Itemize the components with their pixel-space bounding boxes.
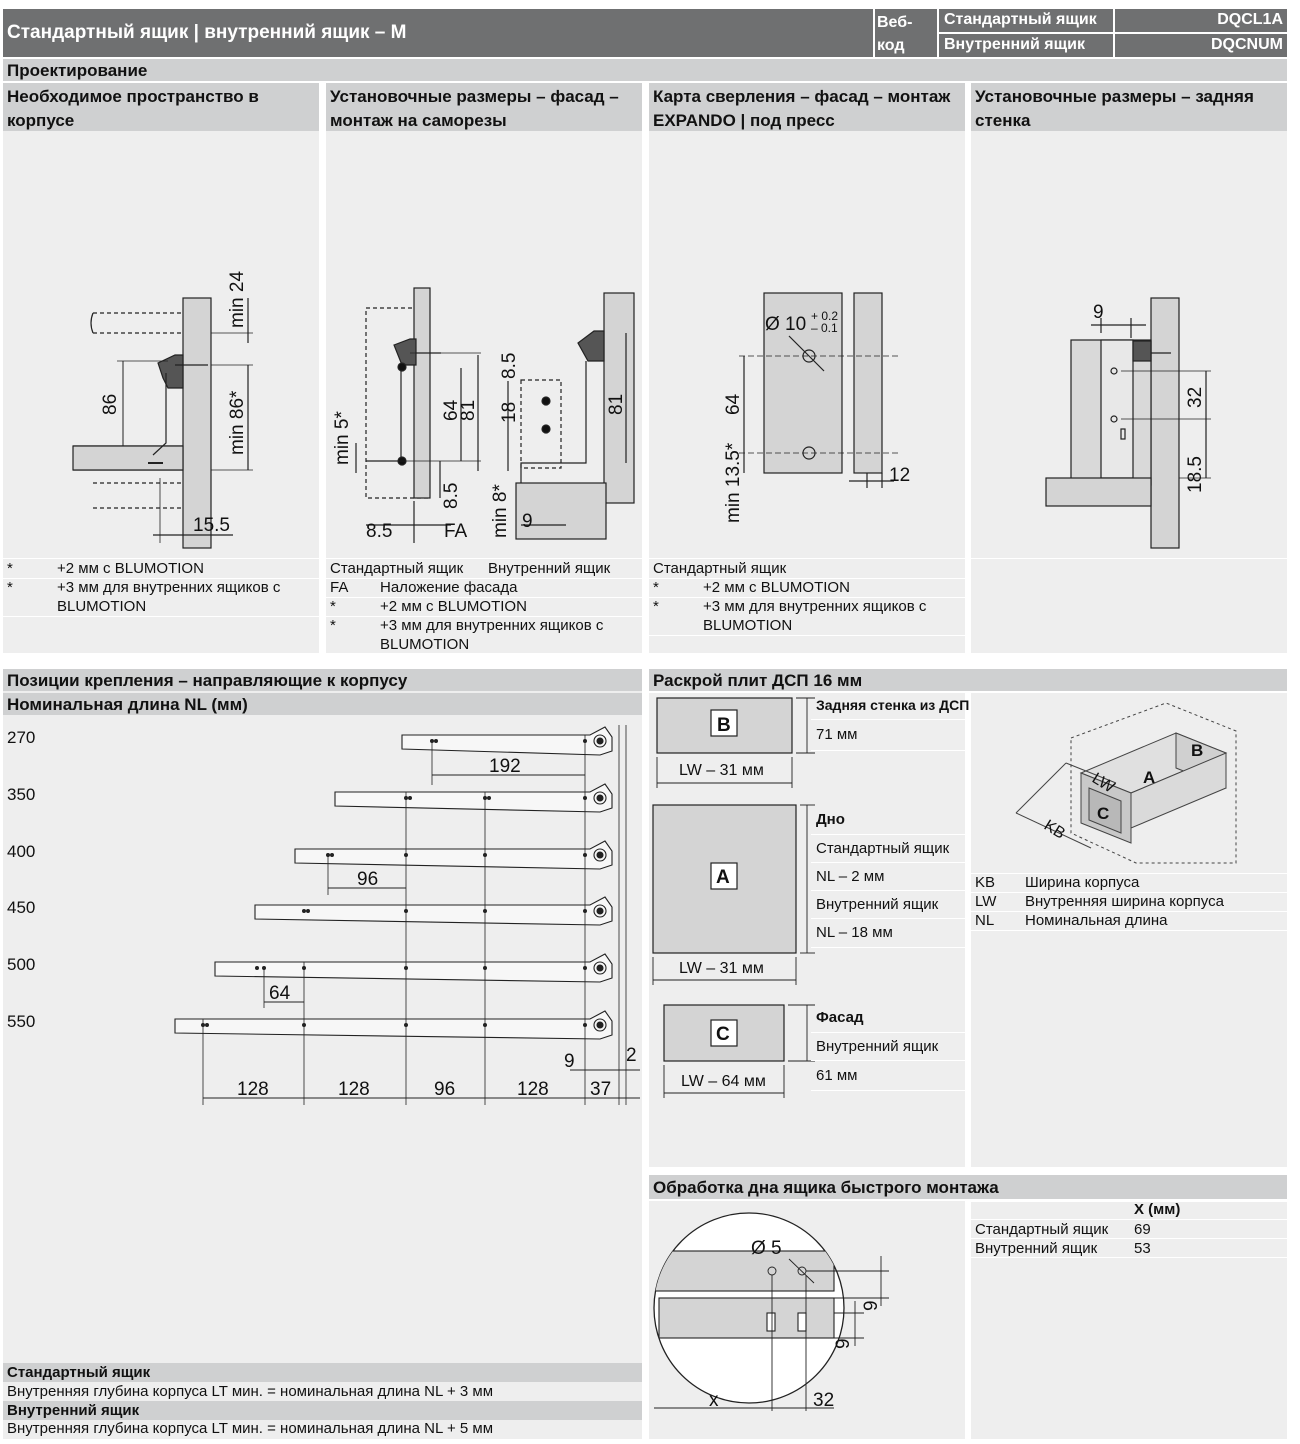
iso-KB: KB [1041,817,1068,843]
drawer-iso-diagram: LW KB A B C [1015,702,1237,864]
dim-32-bot: 32 [813,1390,834,1411]
dim-min13-5: min 13.5* [723,442,744,523]
cut-C-head: Фасад [816,1009,864,1026]
cut-A-line-4: NL – 18 мм [816,924,893,941]
nl-270: 270 [7,728,36,747]
width-A: LW – 31 мм [679,960,764,977]
dim-128-a: 128 [237,1079,269,1100]
dim-37: 37 [590,1079,611,1100]
width-C: LW – 64 мм [681,1073,766,1090]
nl-550: 550 [7,1012,36,1031]
dim-81a: 81 [458,400,479,421]
dim-32-back: 32 [1185,387,1206,408]
cut-B-line-1: 71 мм [816,726,858,743]
cut-A-line-2: NL – 2 мм [816,868,885,885]
iso-C: C [1097,804,1109,823]
dim-15-5: 15.5 [193,515,230,536]
dim-18: 18 [499,402,520,423]
footer-inner-text: Внутренняя глубина корпуса LT мин. = ном… [7,1420,494,1437]
dim-8-5b: 8.5 [366,521,392,542]
dim-128-b: 128 [338,1079,370,1100]
dim-tol-dn: – 0.1 [811,321,838,335]
bottom-processing-diagram: Ø 5 9 9 x 32 [653,1212,889,1411]
iso-B: B [1191,741,1203,760]
dim-min8: min 8* [490,484,511,538]
code-name-2: Внутренний ящик [944,36,1085,53]
dim-2-rail: 2 [626,1045,637,1066]
dim-fa: FA [444,521,468,542]
diagram-front-screws: min 5* 64 81 8.5 8.5 FA 8.5 18 81 min 8*… [332,287,635,543]
nl-400: 400 [7,842,36,861]
dim-8-5c: 8.5 [499,353,520,379]
diagram-drill-map: Ø 10 + 0.2 – 0.1 64 min 13.5* 12 [723,292,910,523]
iso-A: A [1143,768,1155,787]
cut-C-line-1: Внутренний ящик [816,1038,939,1055]
cut-A-line-1: Стандартный ящик [816,840,950,857]
note3-head: Стандартный ящик [653,560,787,577]
dim-86: 86 [100,394,121,415]
width-B: LW – 31 мм [679,762,764,779]
code-value-1: DQCL1A [1217,11,1283,28]
dim-18-5-back: 18.5 [1185,456,1206,493]
panel-title-3: Карта сверления – фасад – монтаж EXPANDO… [649,83,965,131]
positions-subtitle: Номинальная длина NL (мм) [3,693,642,715]
cutting-title: Раскрой плит ДСП 16 мм [649,669,1287,691]
webcode-label [873,9,939,57]
dim-9-rail: 9 [564,1051,575,1072]
dim-dia10: Ø 10 [765,314,806,335]
nl-450: 450 [7,898,36,917]
webcode-label-text: Веб-код [877,14,913,54]
cut-A-line-3: Внутренний ящик [816,896,939,913]
table-head-x: X (мм) [1134,1201,1181,1218]
dim-9-back: 9 [1093,302,1104,323]
dim-x: x [709,1390,719,1411]
dim-dia5: Ø 5 [751,1238,782,1259]
dim-9-bot-b: 9 [833,1338,854,1349]
nl-500: 500 [7,955,36,974]
dim-192: 192 [489,756,521,777]
footer-inner-head: Внутренний ящик [3,1401,642,1420]
dim-64-drill: 64 [723,393,744,415]
label-B: B [717,715,731,736]
panel-title-4: Установочные размеры – задняя стенка [971,83,1287,131]
dim-81b: 81 [606,394,627,415]
dim-tol-up: + 0.2 [811,309,838,323]
dim-min86: min 86* [227,390,248,455]
nl-350: 350 [7,785,36,804]
dim-min24: min 24 [227,271,248,328]
code-value-2: DQCNUM [1211,36,1283,53]
dim-96-rail: 96 [357,869,378,890]
rails-diagram: 192 96 64 128 128 96 128 37 9 2 [174,725,640,1105]
label-A: A [716,867,730,888]
cutting-diagram: B A C LW – 31 мм LW – 31 мм LW – 64 мм [652,697,815,1098]
diagram-required-space: min 24 86 min 86* 15.5 [72,271,253,549]
dim-128-c: 128 [517,1079,549,1100]
page-title: Стандартный ящик | внутренний ящик – M [7,22,407,43]
dim-64-rail: 64 [269,983,291,1004]
dim-96-b: 96 [434,1079,455,1100]
design-section-title: Проектирование [3,59,1287,81]
code-name-1: Стандартный ящик [944,11,1097,28]
dim-64: 64 [441,399,462,421]
footer-std-text: Внутренняя глубина корпуса LT мин. = ном… [7,1383,494,1400]
dim-9-bot-a: 9 [861,1300,882,1311]
dim-min5: min 5* [332,411,353,465]
diagram-back-wall: 9 32 18.5 [1045,297,1211,549]
panel-title-2: Установочные размеры – фасад – монтаж на… [326,83,642,131]
dim-9: 9 [522,511,533,532]
bottom-title: Обработка дна ящика быстрого монтажа [649,1175,1287,1199]
cut-A-head: Дно [816,811,845,828]
dim-8-5a: 8.5 [441,483,462,509]
dim-12: 12 [889,465,910,486]
cut-C-line-2: 61 мм [816,1067,858,1084]
bottom-panel-right [971,1201,1287,1439]
footer-std-head: Стандартный ящик [3,1363,642,1382]
positions-title: Позиции крепления – направляющие к корпу… [3,669,642,691]
label-C: C [716,1024,730,1045]
design-title-text: Проектирование [7,61,148,80]
cut-B-head: Задняя стенка из ДСП [816,697,970,713]
panel-title-1: Необходимое пространство в корпусе [3,83,319,131]
